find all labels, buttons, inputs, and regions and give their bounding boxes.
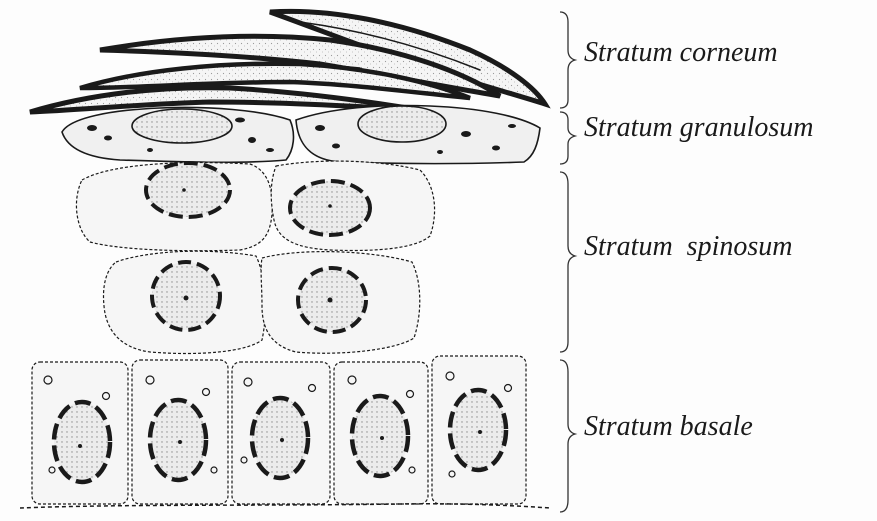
layer-braces (560, 12, 575, 512)
brace-corneum (560, 12, 575, 108)
basale-cell-1 (32, 362, 128, 504)
label-stratum-corneum: Stratum corneum (584, 39, 778, 67)
nucleus (252, 398, 308, 478)
label-stratum-basale: Stratum basale (584, 413, 753, 441)
basale-cell-5 (432, 356, 526, 504)
corneum-layer (30, 11, 545, 112)
nucleus (290, 181, 370, 235)
brace-granulosum (560, 112, 575, 164)
nucleus (150, 400, 206, 480)
basale-cell-2 (132, 360, 228, 504)
basale-cell-3 (232, 362, 330, 504)
nucleus (146, 163, 230, 217)
nucleus (352, 396, 408, 476)
basale-layer (20, 356, 550, 508)
label-stratum-spinosum: Stratum spinosum (584, 233, 792, 261)
spinosum-layer (76, 161, 434, 353)
basale-cell-4 (334, 362, 428, 504)
brace-basale (560, 360, 575, 512)
brace-spinosum (560, 172, 575, 352)
nucleus (132, 109, 232, 143)
granulosum-layer (62, 106, 540, 164)
nucleus (450, 390, 506, 470)
nucleus (54, 402, 110, 482)
nucleus (358, 106, 446, 142)
label-stratum-granulosum: Stratum granulosum (584, 114, 813, 142)
